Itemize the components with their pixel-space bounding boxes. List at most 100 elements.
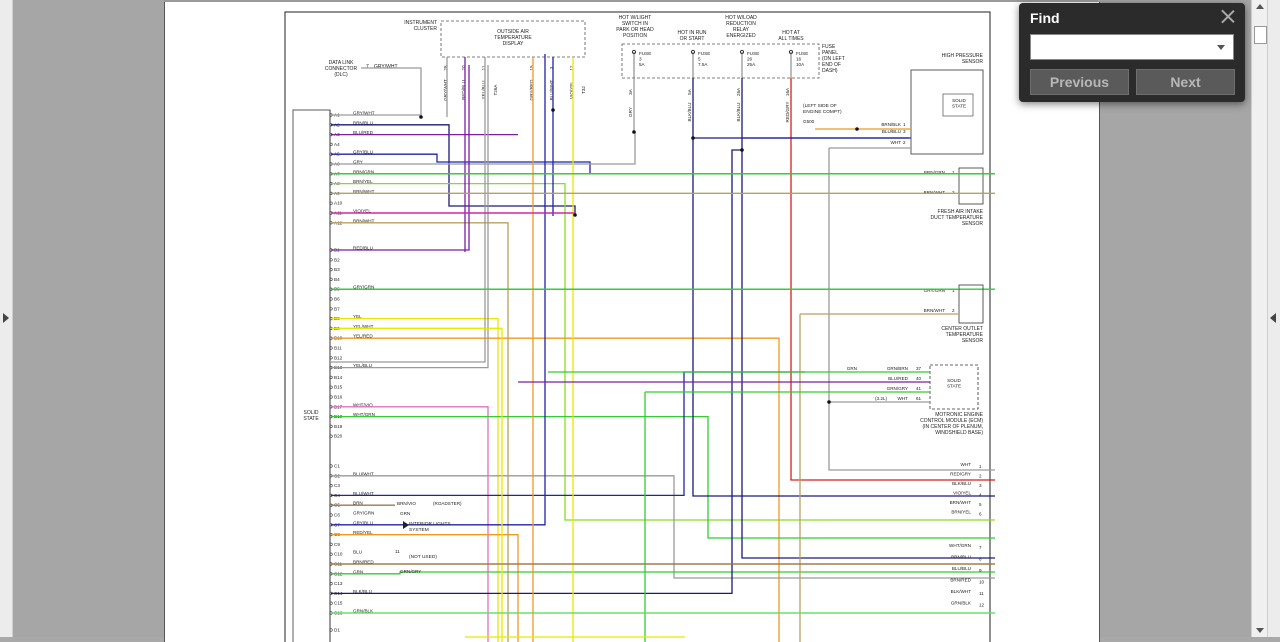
splice-dot: [551, 108, 555, 112]
module-pin: [329, 581, 333, 586]
expand-right-icon: [3, 313, 9, 323]
interior-lights-label: SYSTEM: [409, 527, 429, 533]
right-panel-toggle[interactable]: [1267, 0, 1280, 637]
hp-pin-label: 2: [903, 140, 906, 145]
fuse-panel-box: [621, 43, 820, 79]
roadster-label: (ROADSTER): [433, 501, 462, 506]
fuse-panel-label: PANEL: [822, 50, 838, 56]
wire-path: [331, 65, 489, 369]
module-pin-label: B16: [334, 395, 343, 400]
right-connector-pin: 3: [979, 483, 982, 488]
module-wire-label: VIO/YEL: [353, 209, 371, 214]
right-connector-wire: WHT: [961, 462, 972, 467]
module-wire-label: BRN/YEL: [353, 179, 373, 184]
cluster-pin-label: 3: [549, 66, 554, 69]
module-pin-label: B3: [334, 267, 340, 272]
scroll-down-icon[interactable]: [1256, 628, 1264, 633]
module-pin-label: B4: [334, 277, 340, 282]
center-outlet-label: TEMPERATURE: [946, 332, 984, 338]
module-wire-label: WHT/VIO: [353, 402, 373, 407]
wire-path: [692, 78, 995, 497]
wire-path: [331, 327, 503, 642]
hot-all-times-label: ALL TIMES: [778, 36, 804, 42]
module-pin: [329, 268, 333, 272]
ecm-wire-label: BLU/RED: [888, 376, 909, 381]
wire-path: [331, 132, 636, 165]
center-outlet-sensor-box: [958, 284, 984, 324]
left-side-engine-label: ENGINE COMPT): [803, 109, 842, 115]
module-pin-label: D1: [334, 628, 340, 633]
left-side-engine-label: (LEFT SIDE OF: [803, 103, 837, 109]
right-connector-wire: VIO/YEL: [953, 491, 971, 496]
module-pin-label: C15: [334, 601, 343, 606]
wire-path: [361, 67, 422, 117]
left-panel-toggle[interactable]: [0, 0, 13, 637]
ecm-solid-state-label: SOLID: [947, 378, 961, 383]
fuse-label: 5A: [639, 62, 646, 67]
cluster-pin-label: 15: [529, 65, 534, 71]
hot-load-label: REDUCTION: [726, 21, 756, 27]
c10-pin-label: 11: [395, 549, 400, 554]
right-connector-pin: 8: [979, 557, 982, 562]
dlc-wire: GRY/WHT: [374, 64, 398, 70]
vertical-scrollbar[interactable]: [1251, 0, 1268, 637]
module-wire-label: BRN: [353, 501, 363, 506]
module-pin-label: C1: [334, 464, 340, 469]
splice-dot: [419, 115, 423, 119]
high-pressure-label: HIGH PRESSURE: [942, 53, 984, 59]
scroll-up-icon[interactable]: [1256, 4, 1264, 9]
right-connector-pin: 10: [979, 580, 985, 585]
ecm-pin-label: 37: [916, 366, 922, 371]
fuse-panel-label: END OF: [822, 62, 841, 68]
previous-button[interactable]: Previous: [1030, 69, 1129, 95]
hot-load-label: HOT W/LOAD: [725, 15, 757, 21]
module-pin: [329, 484, 333, 488]
module-pin: [329, 307, 333, 311]
right-connector-pin: 4: [979, 493, 982, 498]
fresh-air-sensor-box: [958, 167, 984, 205]
arrow-icon: [403, 521, 409, 529]
viewer-background-left: [13, 0, 164, 637]
module-solid-state-label: STATE: [303, 416, 319, 422]
cluster-pin-label: 28: [443, 65, 448, 71]
ecm-grn-label: GRN: [847, 366, 857, 371]
wire-path: [799, 313, 959, 642]
fuse-label: 25A: [747, 62, 756, 67]
ecm-wire-label: WHT: [898, 396, 909, 401]
hot-run-label: HOT IN RUN: [677, 30, 706, 36]
wire-path: [644, 391, 930, 642]
hot-load-label: ENERGIZED: [726, 33, 756, 39]
module-wire-label: YEL: [353, 314, 362, 319]
close-icon[interactable]: [1221, 9, 1235, 23]
c12-wire-label: GRN/GRY: [400, 569, 421, 574]
dlc-label: CONNECTOR: [325, 66, 358, 72]
module-pin: [329, 356, 333, 360]
instrument-cluster-label: CLUSTER: [414, 26, 438, 32]
chevron-down-icon[interactable]: [1217, 45, 1225, 50]
right-connector-wire: WHT/GRN: [949, 543, 971, 548]
high-pressure-label: SENSOR: [962, 59, 984, 65]
ecm-wire-label: GRN/BRN: [887, 366, 908, 371]
next-button[interactable]: Next: [1136, 69, 1235, 95]
c5-wire-label: BRN/VIO: [397, 501, 416, 506]
fuse-pin-label: 26A: [736, 87, 741, 96]
find-search-input[interactable]: [1030, 34, 1234, 60]
wire-path: [331, 337, 780, 642]
module-pin-label: B15: [334, 385, 343, 390]
cluster-pin-label: 20: [461, 65, 466, 71]
module-pin-label: B2: [334, 257, 340, 262]
hp-solid-state-label: STATE: [952, 104, 966, 109]
wire-path: [331, 571, 995, 575]
right-connector-wire: BLU/BLU: [952, 566, 971, 571]
module-wire-label: GRN/BLK: [353, 609, 374, 614]
ecm-label: CONTROL MODULE (ECM): [920, 418, 983, 424]
fuse-wire-label: GRY: [628, 107, 633, 117]
module-pin: [329, 628, 333, 632]
module-pin: [329, 601, 333, 605]
fuse-panel-label: FUSE: [822, 44, 836, 50]
ecm-label: (IN CENTER OF PLENUM,: [922, 424, 983, 430]
scrollbar-thumb[interactable]: [1254, 26, 1267, 44]
right-connector-pin: 11: [979, 591, 984, 596]
cluster-wire-label: VIO/YEL: [569, 81, 574, 99]
module-wire-label: BRN/BLU: [353, 120, 373, 125]
